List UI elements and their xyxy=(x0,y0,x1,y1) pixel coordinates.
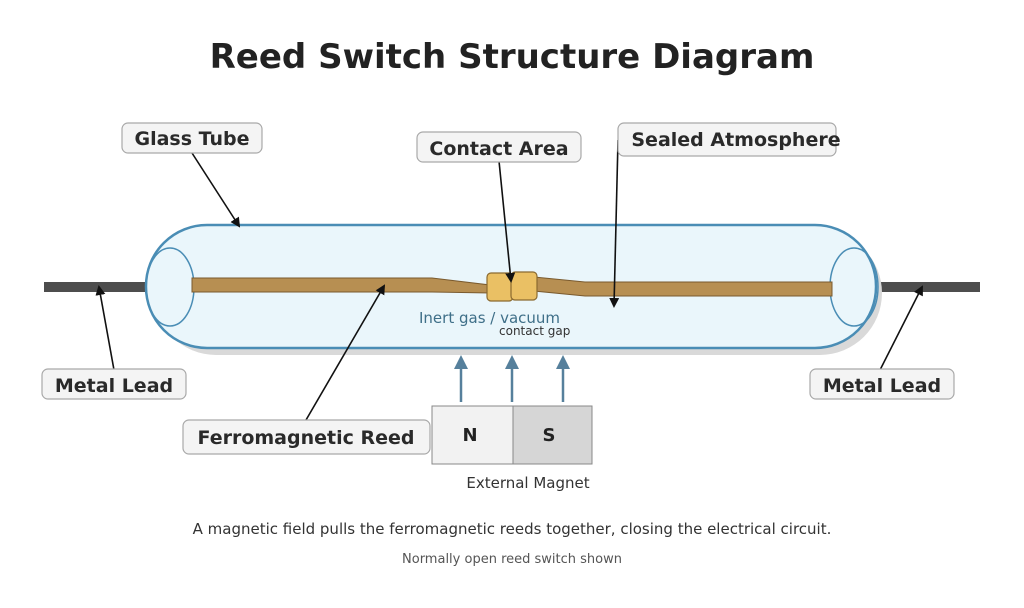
callout-contact-area xyxy=(416,131,582,163)
callout-metal-lead-right xyxy=(809,368,955,400)
callout-contact-area-label: Contact Area xyxy=(429,138,568,160)
caption: A magnetic field pulls the ferromagnetic… xyxy=(193,520,832,538)
callout-sealed-atmosphere xyxy=(617,122,837,157)
callout-glass-tube-label: Glass Tube xyxy=(134,128,249,150)
leader-metal-lead-left xyxy=(95,285,115,371)
magnet-north-label: N xyxy=(462,425,477,446)
contact-pad-left xyxy=(486,272,514,302)
ferromagnetic-reed-left xyxy=(191,277,491,294)
magnet-south-pole xyxy=(512,405,593,465)
callout-glass-tube xyxy=(121,122,263,154)
atmosphere-label: Inert gas / vacuum xyxy=(419,309,560,327)
callout-metal-lead-right-label: Metal Lead xyxy=(823,375,941,397)
leader-sealed-atmosphere xyxy=(609,139,620,308)
leader-glass-tube xyxy=(191,152,241,228)
magnet-south-label: S xyxy=(543,425,556,446)
callout-ferromagnetic-reed-label: Ferromagnetic Reed xyxy=(198,427,415,449)
footnote: Normally open reed switch shown xyxy=(402,552,622,567)
metal-lead-left xyxy=(44,282,170,292)
contact-pad-right xyxy=(510,271,538,301)
leader-ferromagnetic-reed xyxy=(305,284,386,421)
callout-metal-lead-left xyxy=(41,368,187,400)
callout-ferromagnetic-reed xyxy=(182,419,431,455)
leader-metal-lead-right xyxy=(879,285,923,371)
callout-metal-lead-left-label: Metal Lead xyxy=(55,375,173,397)
magnet-label: External Magnet xyxy=(466,474,589,492)
diagram-title: Reed Switch Structure Diagram xyxy=(210,37,815,77)
contact-gap-label: contact gap xyxy=(499,324,570,338)
leader-contact-area xyxy=(498,160,516,283)
callout-sealed-atmosphere-label: Sealed Atmosphere xyxy=(631,129,840,151)
